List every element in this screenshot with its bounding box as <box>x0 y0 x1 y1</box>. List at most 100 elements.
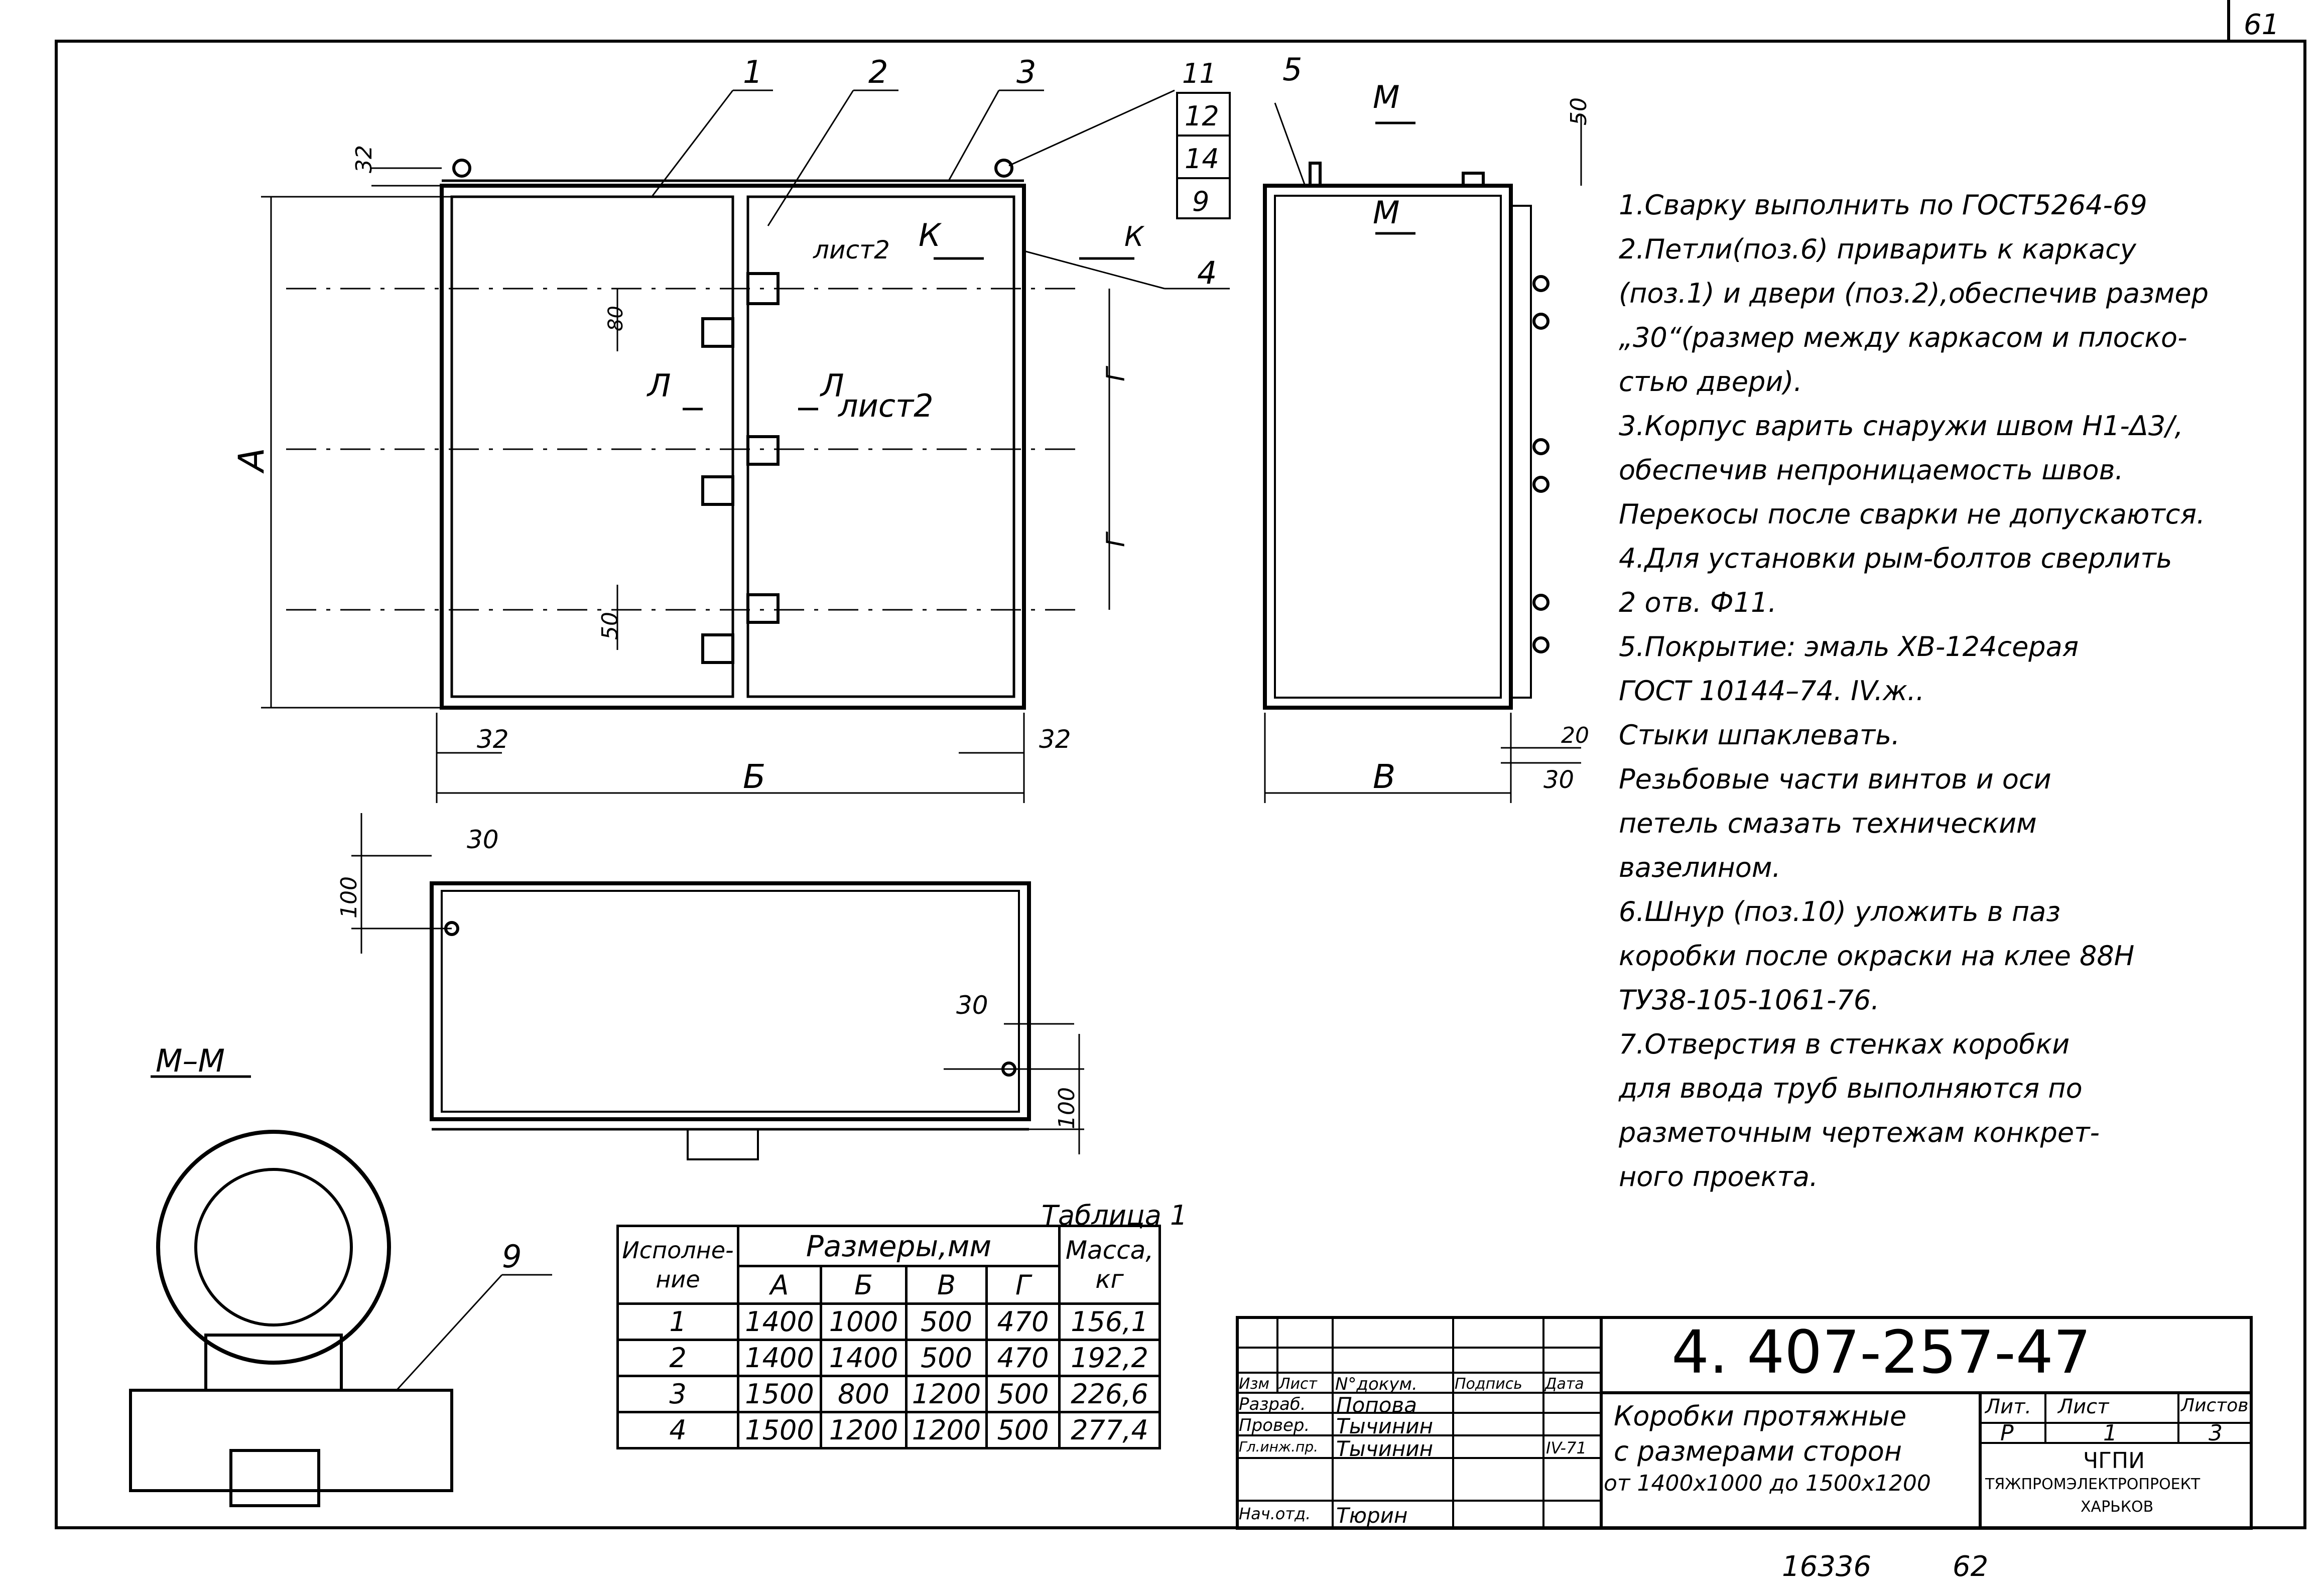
table-row: 2 1400 1400 500 470 192,2 <box>616 1339 1161 1377</box>
note-line: ТУ38-105-1061-76. <box>1619 984 1880 1016</box>
note-line: „30“(размер между каркасом и плоско- <box>1619 322 2187 353</box>
label-sheet2-l: лист2 <box>838 387 934 424</box>
dim-32-top: 32 <box>351 145 377 173</box>
label-m-bottom: М <box>1373 194 1400 231</box>
cell: 470 <box>985 1302 1061 1341</box>
cell: 1200 <box>905 1411 988 1449</box>
note-line: 1.Сварку выполнить по ГОСТ5264-69 <box>1619 189 2147 221</box>
table-row: 4 1500 1200 1200 500 277,4 <box>616 1411 1161 1449</box>
dim-100-bottom: 100 <box>1054 1087 1080 1129</box>
cell: 500 <box>985 1375 1061 1413</box>
name-razrab: Попова <box>1336 1393 1417 1417</box>
cell: 1400 <box>737 1302 822 1341</box>
cell: 800 <box>820 1375 908 1413</box>
front-view <box>261 89 1231 803</box>
pos-4: 4 <box>1197 254 1217 291</box>
dim-32-right: 32 <box>1039 725 1071 754</box>
col-mass: Масса, кг <box>1058 1225 1161 1305</box>
title-line-1: Коробки протяжные <box>1614 1400 1907 1432</box>
sheet-border <box>55 40 2306 1529</box>
dim-30-side: 30 <box>1543 766 1574 794</box>
cell: 156,1 <box>1058 1302 1161 1341</box>
hdr-ndoc: N°докум. <box>1335 1374 1417 1394</box>
col-g: Г <box>985 1265 1061 1305</box>
stamp-number: 16336 <box>1782 1550 1871 1583</box>
cell: 277,4 <box>1058 1411 1161 1449</box>
dim-30-top: 30 <box>467 825 499 854</box>
table-row: 3 1500 800 1200 500 226,6 <box>616 1375 1161 1413</box>
role-prover: Провер. <box>1239 1415 1310 1435</box>
dim-50: 50 <box>597 612 623 640</box>
table-row: 1 1400 1000 500 470 156,1 <box>616 1302 1161 1341</box>
cell: 500 <box>905 1302 988 1341</box>
label-l-left: Л <box>647 367 671 404</box>
label-sheet2-k: лист2 <box>813 235 890 264</box>
role-nachotd: Нач.отд. <box>1239 1504 1311 1523</box>
hdr-date: Дата <box>1545 1375 1584 1393</box>
org-line-3: ХАРЬКОВ <box>2081 1498 2154 1516</box>
label-m-top: М <box>1373 79 1400 115</box>
hdr-list: Лист <box>1279 1375 1318 1393</box>
note-line: стью двери). <box>1619 366 1802 398</box>
dim-b: Б <box>743 757 765 796</box>
note-line: для ввода труб выполняются по <box>1619 1073 2083 1104</box>
note-line: Стыки шпаклевать. <box>1619 719 1900 751</box>
col-sizes: Размеры,мм <box>737 1225 1061 1267</box>
role-razrab: Разраб. <box>1239 1394 1306 1414</box>
name-prover: Тычинин <box>1336 1414 1434 1438</box>
cell: 1200 <box>820 1411 908 1449</box>
pos-1: 1 <box>743 54 762 90</box>
title-line-2: с размерами сторон <box>1614 1435 1902 1467</box>
cell: 1000 <box>820 1302 908 1341</box>
cell: 1400 <box>820 1339 908 1377</box>
hdr-izm: Изм <box>1239 1375 1270 1393</box>
note-line: ГОСТ 10144–74. IV.ж.. <box>1619 675 1925 707</box>
note-line: 2.Петли(поз.6) приварить к каркасу <box>1619 233 2136 265</box>
stamp-number-2: 62 <box>1953 1550 1988 1583</box>
note-line: обеспечив непроницаемость швов. <box>1619 454 2124 486</box>
label-k-right: К <box>1124 221 1145 252</box>
note-line: разметочным чертежам конкрет- <box>1619 1117 2100 1148</box>
dim-100-top: 100 <box>336 876 362 918</box>
note-line: 7.Отверстия в стенках коробки <box>1619 1028 2070 1060</box>
pos-2: 2 <box>868 54 888 90</box>
document-number: 4. 407-257-47 <box>1671 1317 2091 1387</box>
dim-g1: Г <box>1101 365 1130 381</box>
note-line: 2 отв. Ф11. <box>1619 587 1777 618</box>
cell: 3 <box>616 1375 739 1413</box>
note-line: ного проекта. <box>1619 1161 1819 1193</box>
label-l-right: Л <box>820 367 844 404</box>
cell: 1400 <box>737 1339 822 1377</box>
org-line-1: ЧГПИ <box>2083 1448 2145 1474</box>
cell: 1500 <box>737 1411 822 1449</box>
dim-30-right: 30 <box>956 991 988 1020</box>
pos-11: 11 <box>1182 58 1217 89</box>
section-m-m <box>129 1075 552 1507</box>
title-block-frame <box>1236 1316 2253 1530</box>
cell: 1 <box>616 1302 739 1341</box>
sheet-value: 1 <box>2103 1420 2117 1446</box>
col-v: В <box>905 1265 988 1305</box>
dim-g2: Г <box>1101 531 1130 547</box>
date-glinzh: IV-71 <box>1546 1438 1587 1458</box>
cell: 4 <box>616 1411 739 1449</box>
col-a: А <box>737 1265 822 1305</box>
dimensions-table: Исполне-ние Размеры,мм Масса, кг А Б В Г… <box>616 1225 1161 1449</box>
note-line: вазелином. <box>1619 852 1781 883</box>
cell: 500 <box>985 1411 1061 1449</box>
dim-80: 80 <box>604 306 627 331</box>
note-line: петель смазать техническим <box>1619 808 2037 839</box>
top-view <box>351 813 1084 1160</box>
note-line: Резьбовые части винтов и оси <box>1619 763 2051 795</box>
org-line-2: ТЯЖПРОМЭЛЕКТРОПРОЕКТ <box>1985 1476 2201 1493</box>
cell: 226,6 <box>1058 1375 1161 1413</box>
note-line: Перекосы после сварки не допускаются. <box>1619 498 2206 530</box>
pos-9b: 9 <box>1192 186 1209 217</box>
cell: 1200 <box>905 1375 988 1413</box>
col-exec: Исполне-ние <box>616 1225 739 1305</box>
pos-14: 14 <box>1185 143 1219 175</box>
hdr-sign: Подпись <box>1455 1375 1522 1393</box>
dim-a: А <box>231 448 272 474</box>
sheets-header: Листов <box>2181 1395 2249 1416</box>
name-nachotd: Тюрин <box>1336 1503 1408 1528</box>
